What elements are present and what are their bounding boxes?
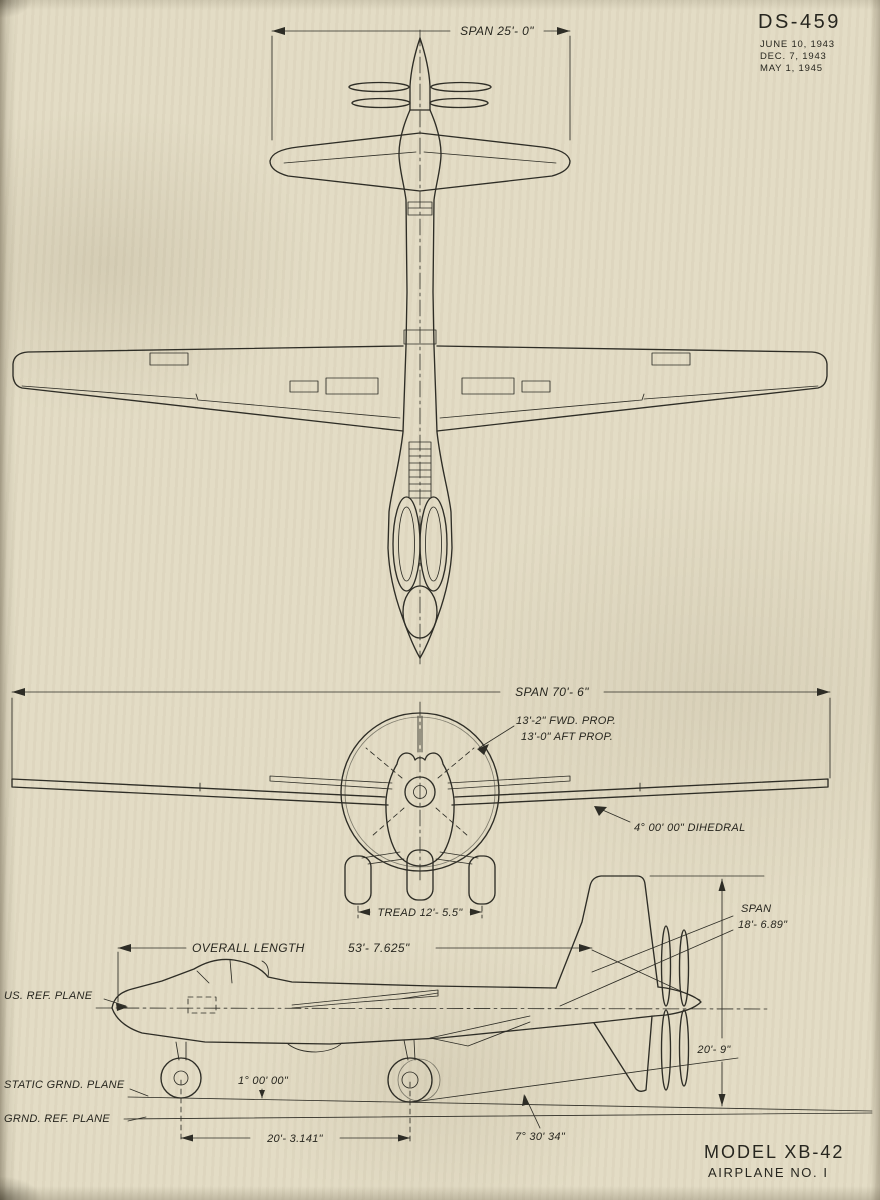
grnd-ref-plane-label: GRND. REF. PLANE [4, 1113, 110, 1125]
bomb-bay-doors [429, 1015, 531, 1047]
prop-blade-fwd-upper [660, 925, 672, 1007]
main-wheel-hub [401, 1071, 419, 1089]
arrowhead [181, 1134, 193, 1142]
fuselage-lower-profile [111, 1007, 655, 1045]
overall-length-label: OVERALL LENGTH [192, 941, 305, 955]
nose-access-panel [187, 996, 217, 1014]
arrowhead [579, 944, 592, 952]
grnd-ref-leader [127, 1116, 147, 1122]
labels: SPAN 25'- 0" DS-459 JUNE 10, 1943 DEC. 7… [4, 11, 844, 1180]
wheelbase-ext-lines [180, 1079, 411, 1143]
revision-date-1: JUNE 10, 1943 [760, 39, 835, 50]
length-ext-diagonal [591, 949, 701, 1001]
nose-cap-plan [402, 585, 438, 639]
engine-grille-rungs [408, 448, 432, 492]
front-view [11, 701, 829, 919]
tail-spinner-side [653, 986, 702, 1017]
front-view-left-half [11, 715, 496, 919]
drawing-number: DS-459 [758, 11, 841, 33]
ground-ref-line [123, 1112, 873, 1120]
prop-blade-fwd-lower [660, 1009, 672, 1091]
arrowhead [594, 806, 607, 816]
front-view-right-half [344, 715, 829, 919]
overall-length-value: 53'- 7.625" [348, 941, 410, 955]
ground-angle-label: 1° 00' 00" [238, 1075, 289, 1087]
arrowhead [817, 688, 830, 696]
arrowhead [272, 27, 285, 35]
main-wheel-outer [397, 1058, 441, 1102]
arrowhead [398, 1134, 410, 1142]
arrowhead [522, 1094, 529, 1106]
arrowhead [118, 944, 131, 952]
wing-span-ext-lines [11, 697, 831, 781]
us-ref-leader [103, 998, 127, 1007]
dihedral-label: 4° 00' 00" DIHEDRAL [634, 822, 745, 834]
static-grnd-plane-label: STATIC GRND. PLANE [4, 1079, 125, 1091]
revision-date-3: MAY 1, 1945 [760, 63, 823, 74]
airplane-number: AIRPLANE NO. I [708, 1165, 829, 1180]
us-ref-plane-label: US. REF. PLANE [4, 990, 93, 1002]
arrowhead [718, 1094, 726, 1106]
ventral-fin-outline [593, 1015, 653, 1092]
tail-span-ext-lines [271, 35, 571, 141]
tail-clearance-line [413, 1057, 739, 1103]
fin-span-label-1: SPAN [741, 903, 771, 915]
arrowhead [116, 1003, 128, 1011]
canopy-side-frames [196, 959, 269, 984]
nose-gear-strut [175, 1041, 187, 1061]
model-title: MODEL XB-42 [704, 1142, 844, 1162]
arrowhead [718, 879, 726, 891]
prop-blade-aft-lower [678, 1009, 690, 1087]
wing-span-label: SPAN 70'- 6" [515, 685, 589, 699]
arrowhead [557, 27, 570, 35]
canopy-right-plan [419, 496, 448, 592]
wheelbase-label: 20'- 3.141" [266, 1133, 324, 1145]
arrowhead [358, 908, 370, 916]
top-view-left-half [12, 37, 421, 659]
revision-date-2: DEC. 7, 1943 [760, 51, 827, 62]
static-ground-line [127, 1096, 873, 1112]
propeller-disc-fwd [340, 712, 500, 872]
fin-span-leader-lines [559, 915, 734, 1007]
spinner-front [404, 776, 436, 808]
fin-span-label-2: 18'- 6.89" [738, 919, 788, 931]
propeller-disc-aft [344, 716, 496, 868]
tail-angle-label: 7° 30' 34" [515, 1131, 566, 1143]
arrowhead [259, 1090, 265, 1098]
height-label: 20'- 9" [696, 1044, 731, 1056]
fuselage-hatch-aft [407, 201, 433, 216]
nose-wheel-front [406, 849, 434, 901]
aft-prop-label: 13'-0" AFT PROP. [521, 731, 613, 743]
fuselage-hatch-mid [403, 329, 437, 345]
canopy-left-inner [398, 506, 415, 582]
belly-scoop [287, 1042, 343, 1053]
arrowhead [477, 744, 489, 755]
tread-label: TREAD 12'- 5.5" [377, 907, 463, 919]
static-grnd-leader [129, 1088, 149, 1097]
spinner-hub [413, 785, 427, 799]
wing-side-section [291, 989, 439, 1009]
main-gear-strut-side [403, 1039, 416, 1061]
prop-blade-aft-upper [678, 929, 690, 1007]
arrowhead [12, 688, 25, 696]
us-ref-plane-line [95, 1007, 771, 1010]
tail-span-label: SPAN 25'- 0" [460, 24, 534, 38]
dimension-arrowheads [12, 27, 830, 1142]
top-view-right-half [419, 37, 828, 659]
canopy-right-inner [425, 506, 442, 582]
prop-label-leader [478, 725, 515, 749]
fwd-prop-label: 13'-2" FWD. PROP. [516, 715, 616, 727]
top-view [12, 29, 828, 665]
fuselage-upper-profile [111, 958, 557, 1009]
canopy-left-plan [392, 496, 421, 592]
arrowhead [470, 908, 482, 916]
vertical-fin-outline [555, 875, 659, 989]
